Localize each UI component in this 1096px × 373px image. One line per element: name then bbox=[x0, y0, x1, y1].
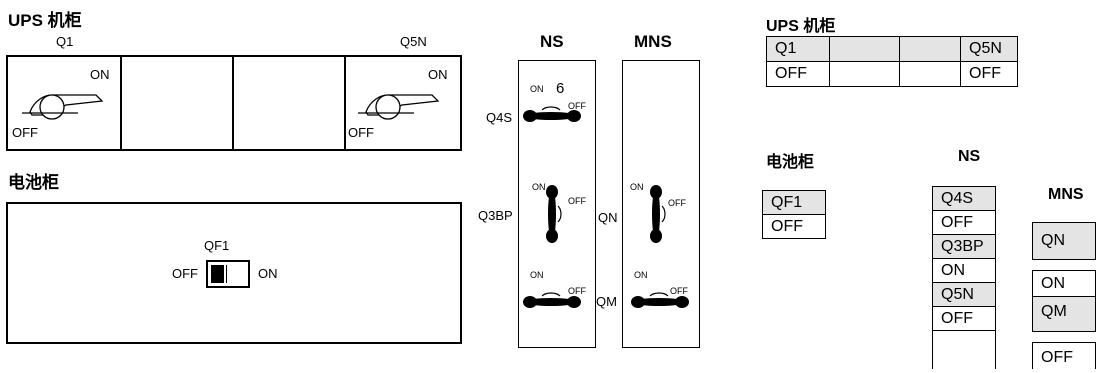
qn-switch-handle-on[interactable] bbox=[640, 182, 680, 262]
q1-label: Q1 bbox=[56, 34, 74, 49]
ups-divider bbox=[232, 57, 234, 149]
qn-on-label: ON bbox=[630, 182, 644, 192]
legend-ups-empty-cell bbox=[899, 61, 961, 87]
ns-q5n-off-label: OFF bbox=[568, 286, 586, 296]
legend-battery-qf1-state: OFF bbox=[762, 214, 826, 239]
legend-ns-row: ON bbox=[932, 258, 996, 283]
qn-label: QN bbox=[598, 210, 618, 225]
legend-ns-row: Q5N bbox=[932, 282, 996, 307]
ns-q5n-on-label: ON bbox=[530, 270, 544, 280]
legend-ups-q5n-state: OFF bbox=[960, 61, 1018, 87]
qn-off-label: OFF bbox=[668, 198, 686, 208]
ups-cabinet-panel: ON OFF ON OFF bbox=[6, 55, 462, 151]
legend-mns-row: ON bbox=[1032, 270, 1096, 298]
q4s-label: Q4S bbox=[486, 110, 513, 125]
mns-title: MNS bbox=[634, 32, 672, 51]
q5n-off-label: OFF bbox=[348, 125, 374, 140]
legend-ns-row: Q3BP bbox=[932, 234, 996, 259]
legend-mns-row: QN bbox=[1032, 222, 1096, 260]
legend-ups-empty-cell bbox=[829, 36, 900, 62]
legend-ups-empty-cell bbox=[899, 36, 961, 62]
legend-mns-title: MNS bbox=[1048, 186, 1084, 203]
qm-switch-handle-off[interactable] bbox=[622, 284, 702, 324]
q4s-on-label: ON bbox=[530, 84, 544, 94]
qf1-toggle-lever bbox=[211, 265, 224, 283]
q1-rotary-switch[interactable] bbox=[8, 57, 120, 153]
q5n-rotary-switch[interactable] bbox=[344, 57, 456, 153]
q5n-on-label: ON bbox=[428, 67, 448, 82]
legend-ns-row: Q4S bbox=[932, 186, 996, 211]
battery-cabinet-title: 电池柜 bbox=[8, 173, 59, 192]
legend-ns-column-tail bbox=[932, 330, 996, 369]
qf1-breaker-toggle[interactable] bbox=[206, 260, 250, 288]
qf1-label: QF1 bbox=[204, 238, 230, 253]
legend-ups-title: UPS 机柜 bbox=[766, 18, 836, 35]
ups-cabinet-title: UPS 机柜 bbox=[8, 11, 82, 30]
legend-ups-table: Q1 Q5N OFF OFF bbox=[766, 36, 1018, 87]
legend-ns-title: NS bbox=[958, 148, 981, 165]
ns-q5n-switch-handle-off[interactable] bbox=[518, 284, 598, 324]
q3bp-on-label: ON bbox=[532, 182, 546, 192]
q5n-label: Q5N bbox=[400, 34, 427, 49]
legend-ups-q5n: Q5N bbox=[960, 36, 1018, 62]
q1-on-label: ON bbox=[90, 67, 110, 82]
legend-ups-q1: Q1 bbox=[766, 36, 830, 62]
legend-battery-qf1: QF1 bbox=[762, 190, 826, 215]
legend-ns-row: OFF bbox=[932, 306, 996, 331]
q4s-switch-handle-off[interactable] bbox=[518, 98, 598, 138]
ups-divider bbox=[344, 57, 346, 149]
battery-cabinet-panel: QF1 OFF ON bbox=[6, 202, 462, 344]
qm-label: QM bbox=[596, 294, 617, 309]
qm-on-label: ON bbox=[634, 270, 648, 280]
qf1-off-label: OFF bbox=[172, 266, 198, 281]
q4s-off-label: OFF bbox=[568, 101, 586, 111]
qf1-on-label: ON bbox=[258, 266, 278, 281]
qm-off-label: OFF bbox=[670, 286, 688, 296]
legend-ns-row: OFF bbox=[932, 210, 996, 235]
q3bp-off-label: OFF bbox=[568, 196, 586, 206]
q3bp-switch-handle-on[interactable] bbox=[536, 182, 576, 262]
legend-mns-row: QM bbox=[1032, 296, 1096, 332]
q4s-callout-number: 6 bbox=[556, 80, 565, 97]
legend-ups-q1-state: OFF bbox=[766, 61, 830, 87]
ups-divider bbox=[120, 57, 122, 149]
legend-ups-empty-cell bbox=[829, 61, 900, 87]
q1-off-label: OFF bbox=[12, 125, 38, 140]
legend-mns-row: OFF bbox=[1032, 342, 1096, 369]
ns-title: NS bbox=[540, 32, 564, 51]
legend-battery-title: 电池柜 bbox=[766, 154, 815, 171]
qf1-toggle-divider bbox=[226, 265, 227, 283]
q3bp-label: Q3BP bbox=[478, 208, 513, 223]
